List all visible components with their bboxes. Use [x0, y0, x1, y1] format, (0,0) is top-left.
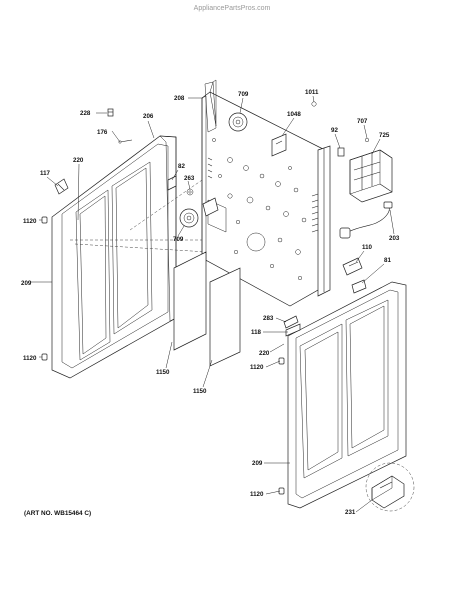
callout-176: 176 — [97, 129, 108, 136]
callout-1150-right: 1150 — [193, 388, 207, 395]
callout-1048: 1048 — [287, 111, 301, 118]
cabinet-frame[interactable] — [201, 79, 331, 307]
fan-709-top[interactable] — [228, 112, 248, 132]
callout-220-right: 220 — [259, 350, 270, 357]
left-door-panel[interactable] — [51, 135, 177, 379]
hinge-81[interactable] — [351, 279, 367, 294]
power-cord-203[interactable] — [339, 201, 393, 239]
callout-118: 118 — [251, 329, 262, 336]
callout-206: 206 — [143, 113, 154, 120]
callout-110: 110 — [362, 244, 373, 251]
switch-110[interactable] — [342, 257, 363, 276]
fan-709-lower[interactable] — [179, 208, 199, 228]
callout-1120-right-bottom: 1120 — [250, 491, 264, 498]
callout-203: 203 — [389, 235, 400, 242]
right-door-panel[interactable] — [287, 281, 407, 509]
part-707[interactable] — [364, 137, 370, 143]
leader-lines — [31, 95, 395, 513]
art-number: (ART NO. WB15464 C) — [24, 510, 91, 517]
callout-283: 283 — [263, 315, 274, 322]
callout-1120-right-top: 1120 — [250, 364, 264, 371]
clip-1120-bottom[interactable] — [41, 353, 48, 361]
callout-1150-left: 1150 — [156, 369, 170, 376]
callout-92: 92 — [331, 127, 338, 134]
rod-176[interactable] — [118, 139, 133, 144]
bracket-118[interactable] — [285, 323, 301, 337]
callout-709-top: 709 — [238, 91, 249, 98]
callout-209-left: 209 — [21, 280, 32, 287]
hinge-top-left[interactable] — [54, 178, 69, 195]
callout-725: 725 — [379, 132, 390, 139]
callout-707: 707 — [357, 118, 368, 125]
callout-209-right: 209 — [252, 460, 263, 467]
insulation-1150-left[interactable] — [173, 251, 207, 351]
callout-117: 117 — [40, 170, 51, 177]
watermark: AppliancePartsPros.com — [194, 5, 271, 12]
clip-1120-right-top[interactable] — [278, 357, 285, 365]
callout-709-lower: 709 — [173, 236, 184, 243]
callout-220-left: 220 — [73, 157, 84, 164]
screw-228[interactable] — [107, 108, 114, 117]
bracket-1048[interactable] — [271, 133, 287, 157]
callout-82: 82 — [178, 163, 185, 170]
callout-208: 208 — [174, 95, 185, 102]
callout-1120-left-top: 1120 — [23, 218, 37, 225]
callout-228: 228 — [80, 110, 91, 117]
hinge-283[interactable] — [283, 315, 299, 329]
clip-1120-top[interactable] — [41, 216, 48, 224]
callout-labels: 228 176 206 220 117 1120 209 1120 208 70… — [21, 89, 400, 516]
screw-1011[interactable] — [311, 101, 317, 107]
callout-81: 81 — [384, 257, 391, 264]
callout-231: 231 — [345, 509, 356, 516]
callout-263: 263 — [184, 175, 195, 182]
callout-1120-left-bottom: 1120 — [23, 355, 37, 362]
insulation-1150-right[interactable] — [209, 267, 241, 367]
relay-92[interactable] — [337, 147, 345, 157]
terminal-block-725[interactable] — [349, 149, 393, 203]
callout-1011: 1011 — [305, 89, 319, 96]
bracket-center[interactable] — [202, 197, 219, 217]
